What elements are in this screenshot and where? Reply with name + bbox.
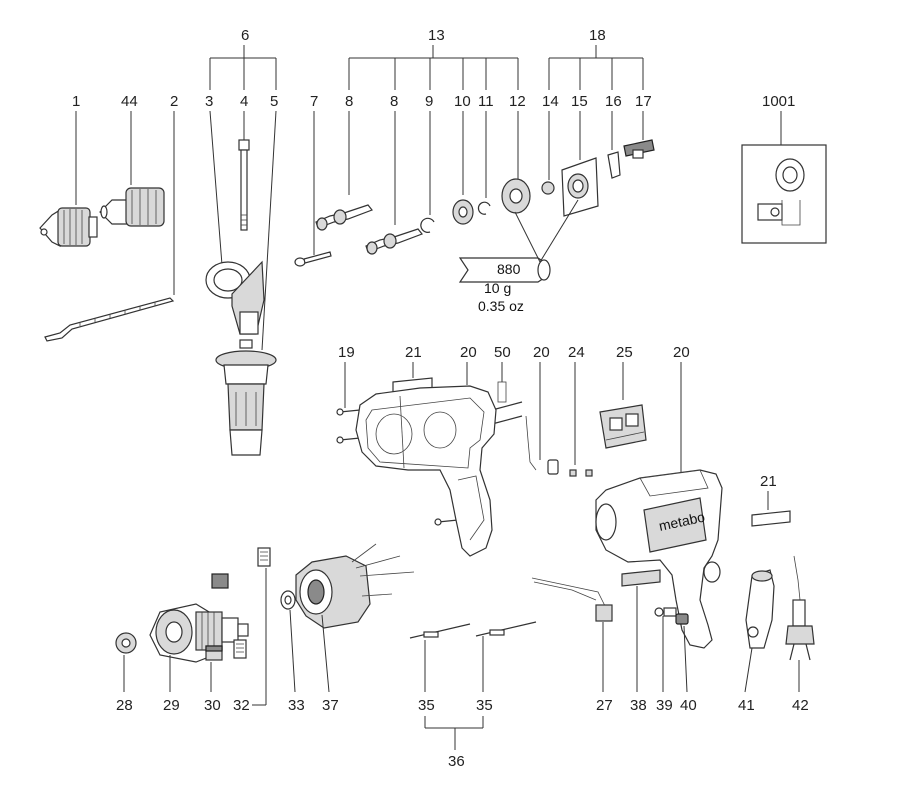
inset-1001 (741, 144, 827, 244)
brush-holder-icon (233, 547, 271, 659)
grease-amount-g: 10 g (484, 280, 511, 296)
callout-7: 7 (310, 93, 318, 110)
callout-20a: 20 (460, 344, 477, 361)
handle-clamp-icon (205, 260, 265, 335)
callout-39: 39 (656, 697, 673, 714)
plate-38-icon (621, 569, 661, 587)
latch-icon (623, 139, 655, 159)
top-callout-labels: 6 13 18 1 44 2 3 4 5 7 8 8 9 10 11 12 14… (72, 27, 795, 110)
bracket-32 (252, 568, 267, 706)
cable-block-icon (531, 577, 613, 622)
washer-icon (115, 632, 137, 654)
depth-stop-icon (44, 297, 175, 342)
callout-2: 2 (170, 93, 178, 110)
callout-32: 32 (233, 697, 250, 714)
callout-40: 40 (680, 697, 697, 714)
callout-30: 30 (204, 697, 221, 714)
housing-half-icon (355, 385, 497, 557)
callout-13: 13 (428, 27, 445, 44)
callout-21b: 21 (760, 473, 777, 490)
middle-callout-labels: 19 21 20 50 20 24 25 20 21 (338, 344, 777, 490)
bush-icon (541, 181, 555, 195)
drill-housing-icon: metabo (595, 469, 723, 649)
callout-35b: 35 (476, 697, 493, 714)
grease-tube-icon: 880 10 g 0.35 oz (458, 199, 579, 314)
callout-42: 42 (792, 697, 809, 714)
wire-icon (525, 415, 537, 471)
callout-18: 18 (589, 27, 606, 44)
bearing-icon (452, 199, 474, 225)
callout-17: 17 (635, 93, 652, 110)
callout-11: 11 (478, 93, 494, 110)
callout-25: 25 (616, 344, 633, 361)
button-40-icon (675, 613, 689, 625)
spindle-a-icon (315, 204, 373, 231)
callout-29: 29 (163, 697, 180, 714)
bolt-icon (238, 139, 250, 231)
callout-3: 3 (205, 93, 213, 110)
callout-27: 27 (596, 697, 613, 714)
carbon-brush-icon (205, 645, 223, 661)
stator-icon (295, 543, 415, 629)
bearing-plate-icon (561, 157, 599, 217)
callout-36: 36 (448, 753, 465, 770)
armature-icon (149, 573, 249, 663)
callout-9: 9 (425, 93, 433, 110)
nut-24-icon (547, 459, 593, 477)
callout-5: 5 (270, 93, 278, 110)
power-cord-icon (785, 555, 815, 661)
bottom-callout-labels: 28 29 30 32 33 37 35 35 27 38 39 40 41 4… (116, 697, 809, 770)
screw-icon (294, 251, 332, 267)
callout-16: 16 (605, 93, 622, 110)
switch-icon (599, 404, 647, 449)
grease-amount-oz: 0.35 oz (478, 298, 524, 314)
spindle-b-icon (365, 228, 423, 255)
callout-21a: 21 (405, 344, 422, 361)
callout-6: 6 (241, 27, 249, 44)
callout-4: 4 (240, 93, 248, 110)
callout-8a: 8 (345, 93, 353, 110)
callout-1001: 1001 (762, 93, 795, 110)
circlip-icon (420, 217, 435, 233)
callout-50: 50 (494, 344, 511, 361)
gear-icon (501, 178, 531, 214)
ring-icon (477, 201, 491, 215)
middle-leaders (344, 362, 769, 510)
callout-12: 12 (509, 93, 526, 110)
callout-44: 44 (121, 93, 138, 110)
callout-38: 38 (630, 697, 647, 714)
callout-15: 15 (571, 93, 588, 110)
callout-33: 33 (288, 697, 305, 714)
callout-20b: 20 (533, 344, 550, 361)
callout-14: 14 (542, 93, 559, 110)
top-brackets (209, 45, 644, 90)
callout-8b: 8 (390, 93, 398, 110)
cable-sleeve-icon (745, 569, 775, 649)
screws-19-icon (336, 408, 459, 526)
bottom-leaders (123, 586, 800, 750)
callout-24: 24 (568, 344, 585, 361)
screw-39-icon (654, 607, 677, 617)
callout-37: 37 (322, 697, 339, 714)
callout-10: 10 (454, 93, 471, 110)
label-plate-b-icon (751, 510, 791, 527)
callout-20c: 20 (673, 344, 690, 361)
drill-chuck-icon (39, 207, 98, 247)
grease-code: 880 (497, 261, 521, 277)
connectors-icon (409, 621, 537, 639)
pins-icon (491, 381, 523, 425)
callout-19: 19 (338, 344, 355, 361)
ring-33-icon (280, 590, 296, 610)
callout-1: 1 (72, 93, 80, 110)
clip-icon (607, 151, 621, 179)
callout-35a: 35 (418, 697, 435, 714)
side-handle-icon (215, 339, 277, 456)
callout-28: 28 (116, 697, 133, 714)
callout-41: 41 (738, 697, 755, 714)
top-leaders (75, 110, 782, 351)
keyless-chuck-icon (99, 187, 165, 227)
